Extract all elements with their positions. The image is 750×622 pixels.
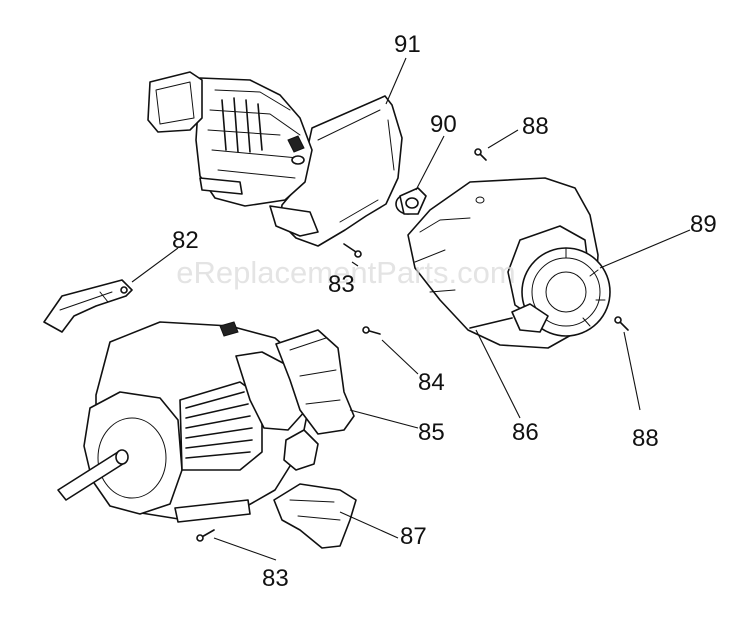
- part-91-engine-shroud: [147, 71, 403, 247]
- part-89-blower-housing: [407, 177, 611, 349]
- label-85: 85: [418, 419, 445, 446]
- label-83-lower: 83: [262, 565, 289, 592]
- part-87-lower-shield: [273, 483, 357, 549]
- label-82: 82: [172, 227, 199, 254]
- label-86: 86: [512, 419, 539, 446]
- watermark-text: eReplacementParts.com: [176, 255, 515, 290]
- label-89: 89: [690, 211, 717, 238]
- part-85-air-guide: [275, 329, 355, 435]
- screw-83-lower: [196, 529, 215, 542]
- leader-lines: [131, 57, 691, 561]
- label-90: 90: [430, 111, 457, 138]
- label-83-upper: 83: [328, 271, 355, 298]
- screw-88-right: [614, 316, 629, 331]
- label-88-right: 88: [632, 425, 659, 452]
- part-82-baffle: [43, 279, 133, 333]
- label-88-top: 88: [522, 113, 549, 140]
- screw-84: [362, 326, 381, 335]
- screw-88-top: [474, 148, 487, 161]
- label-84: 84: [418, 369, 445, 396]
- label-91: 91: [394, 31, 421, 58]
- part-90-bushing: [395, 187, 427, 215]
- label-87: 87: [400, 523, 427, 550]
- screw-83-upper: [343, 243, 362, 258]
